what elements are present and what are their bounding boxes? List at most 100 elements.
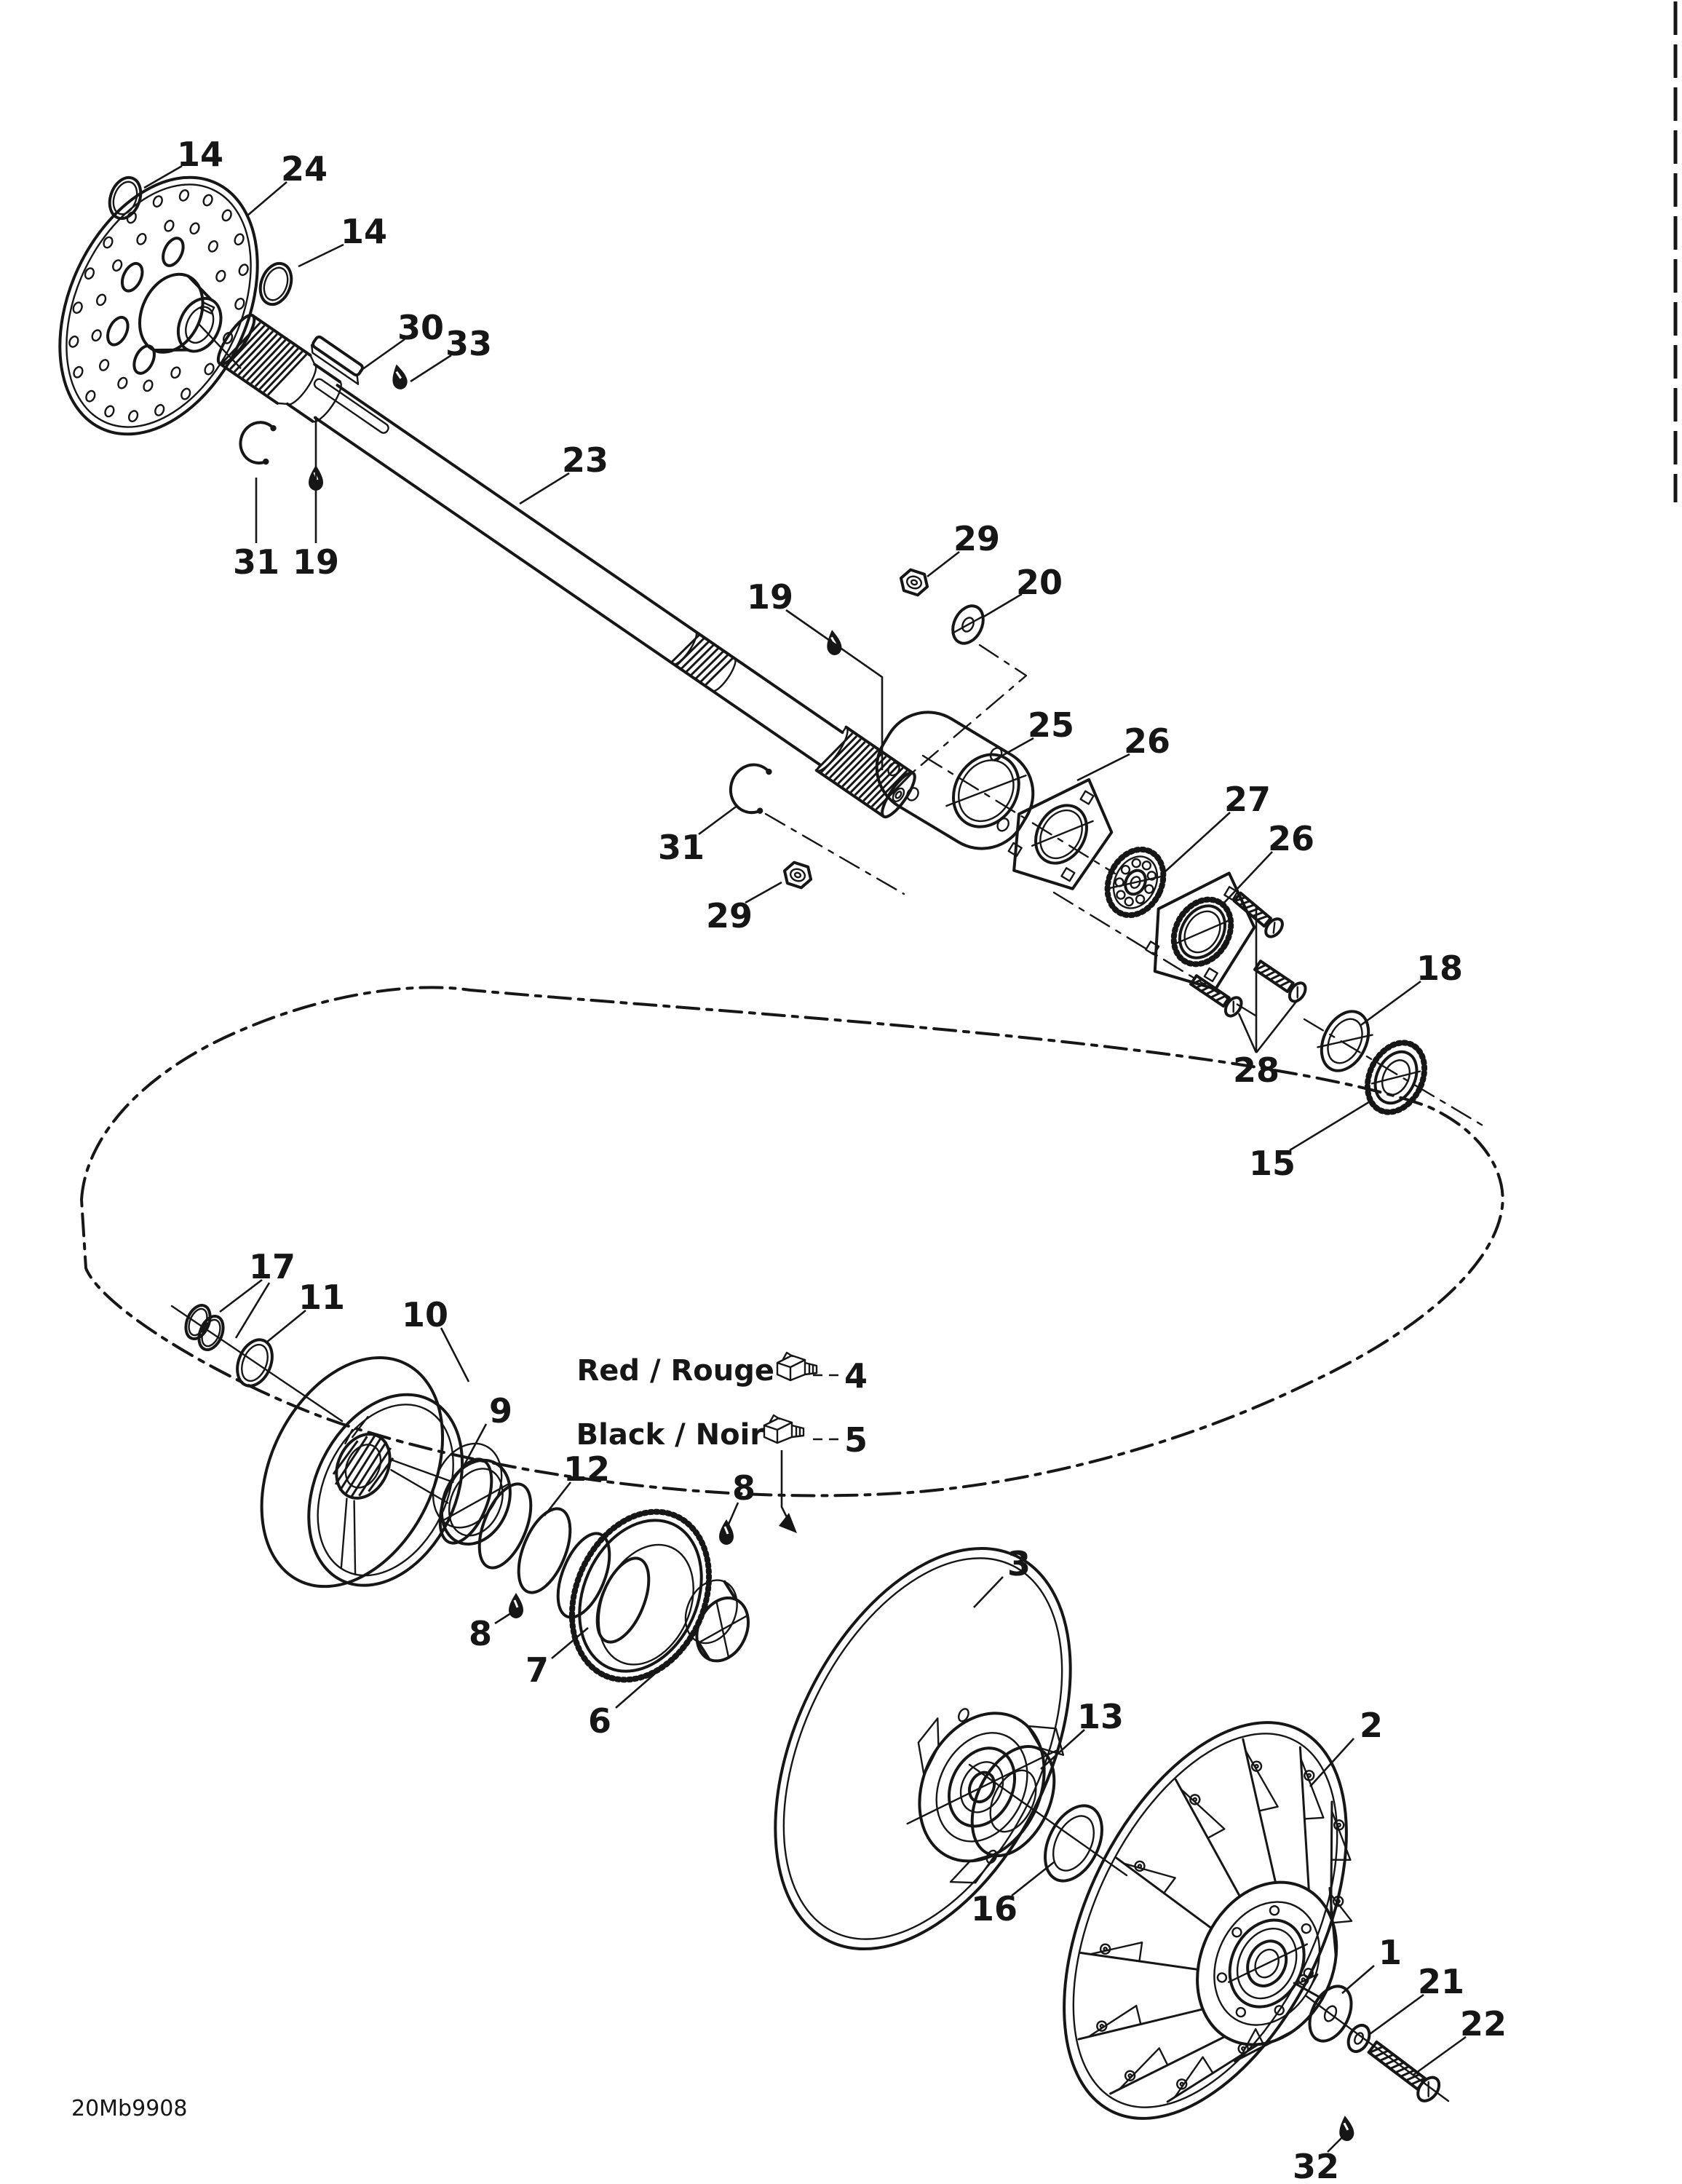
- fixed-sheave-2: [1063, 1721, 1353, 2120]
- svg-text:10: 10: [402, 1295, 448, 1334]
- drive-axle-23: [216, 313, 916, 819]
- callout-9: 9: [463, 1391, 512, 1465]
- cam-housing-10: [260, 1356, 464, 1588]
- svg-text:11: 11: [298, 1278, 345, 1317]
- svg-text:27: 27: [1224, 780, 1271, 819]
- nut-29-upper: [896, 566, 932, 599]
- callout-23: 23: [519, 440, 608, 505]
- black-wire-arrow: [779, 1450, 797, 1533]
- pin-8-lower: [507, 1591, 525, 1620]
- svg-text:9: 9: [489, 1391, 512, 1431]
- callout-19: 19: [293, 416, 339, 582]
- callout-18: 18: [1360, 949, 1463, 1026]
- callout-30: 30: [359, 308, 444, 373]
- svg-text:17: 17: [249, 1247, 295, 1286]
- svg-text:3: 3: [1007, 1544, 1031, 1583]
- callout-1: 1: [1341, 1933, 1402, 1994]
- bolt-22: [1367, 2040, 1441, 2102]
- callout-16: 16: [971, 1861, 1055, 1928]
- svg-text:14: 14: [341, 212, 387, 251]
- svg-text:2: 2: [1360, 1706, 1383, 1745]
- svg-text:16: 16: [971, 1889, 1017, 1928]
- callout-8: 8: [469, 1612, 512, 1653]
- pin-32: [1336, 2113, 1356, 2143]
- thrust-washer-16: [1044, 1804, 1103, 1883]
- bolts-28: [1189, 891, 1307, 1018]
- circlip-31-right: [729, 763, 772, 815]
- svg-text:26: 26: [1268, 819, 1314, 858]
- svg-text:12: 12: [563, 1449, 610, 1489]
- wire-plug-5: [763, 1414, 805, 1444]
- axis-line-front-shims: [170, 1305, 344, 1423]
- bolt-28-2: [1253, 960, 1307, 1003]
- svg-text:7: 7: [525, 1650, 549, 1690]
- svg-text:19: 19: [293, 542, 339, 582]
- spring-12: [438, 1457, 651, 1644]
- svg-text:28: 28: [1233, 1051, 1280, 1090]
- svg-text:4: 4: [844, 1356, 868, 1396]
- bearing-flange-26-inner: [1007, 778, 1114, 890]
- svg-text:24: 24: [281, 149, 328, 189]
- callout-33: 33: [410, 324, 492, 383]
- svg-text:26: 26: [1124, 721, 1170, 761]
- callout-26: 26: [1076, 721, 1170, 782]
- seal-washer-15: [1364, 1040, 1428, 1115]
- callout-25: 25: [993, 705, 1074, 761]
- callout-22: 22: [1413, 2004, 1507, 2076]
- svg-text:22: 22: [1460, 2004, 1507, 2043]
- bolt-28-1: [1232, 891, 1284, 938]
- belt-outline: [80, 986, 1504, 1497]
- svg-text:29: 29: [953, 519, 1000, 558]
- callout-8: 8: [726, 1468, 755, 1527]
- callout-3: 3: [973, 1544, 1031, 1608]
- callout-28: 28: [1233, 907, 1300, 1090]
- callout-12: 12: [543, 1449, 610, 1516]
- callout-10: 10: [402, 1295, 470, 1382]
- callout-7: 7: [525, 1627, 589, 1690]
- callout-27: 27: [1164, 780, 1271, 873]
- wire-plug-4: [776, 1351, 818, 1382]
- washer-1: [1308, 1985, 1353, 2043]
- svg-text:8: 8: [732, 1468, 755, 1508]
- callout-31: 31: [658, 804, 739, 867]
- disc-hub: [138, 272, 242, 369]
- svg-text:1: 1: [1378, 1933, 1402, 1972]
- callout-29: 29: [706, 881, 782, 935]
- svg-text:23: 23: [562, 440, 608, 480]
- lock-washer-21: [1346, 2023, 1371, 2054]
- callout-2: 2: [1309, 1706, 1383, 1787]
- callout-11: 11: [266, 1278, 345, 1344]
- callout-19: 19: [747, 577, 884, 770]
- wire-label-black: Black / Noir: [576, 1418, 765, 1452]
- svg-text:6: 6: [588, 1701, 611, 1741]
- svg-text:30: 30: [397, 308, 444, 347]
- spring-cup-7: [568, 1508, 713, 1683]
- bushing-6: [684, 1579, 750, 1663]
- callout-17: 17: [219, 1247, 295, 1339]
- circlip-31-left: [239, 421, 277, 465]
- callout-14: 14: [298, 212, 387, 268]
- svg-text:20: 20: [1016, 563, 1063, 602]
- oring-14-right: [258, 261, 293, 306]
- washer-18: [1317, 1010, 1373, 1072]
- callout-6: 6: [588, 1647, 685, 1741]
- bearing-flange-26-outer: [1145, 871, 1256, 991]
- callout-13: 13: [1040, 1697, 1124, 1770]
- bearing-27: [1104, 846, 1167, 919]
- callout-5: 5: [809, 1420, 868, 1460]
- thrust-washer-13: [970, 1744, 1056, 1858]
- pin-8-upper: [718, 1518, 735, 1546]
- sliding-sheave-3: [774, 1546, 1072, 1951]
- callout-26: 26: [1223, 819, 1314, 903]
- wire-label-red: Red / Rouge: [576, 1354, 774, 1388]
- svg-text:19: 19: [747, 577, 793, 617]
- callout-29: 29: [927, 519, 1000, 578]
- svg-text:13: 13: [1077, 1697, 1124, 1736]
- svg-text:8: 8: [469, 1614, 492, 1653]
- svg-text:21: 21: [1418, 1962, 1464, 2001]
- svg-text:33: 33: [445, 324, 492, 363]
- callout-20: 20: [982, 563, 1063, 619]
- callout-14: 14: [143, 135, 223, 189]
- bolt-28-3: [1189, 974, 1243, 1018]
